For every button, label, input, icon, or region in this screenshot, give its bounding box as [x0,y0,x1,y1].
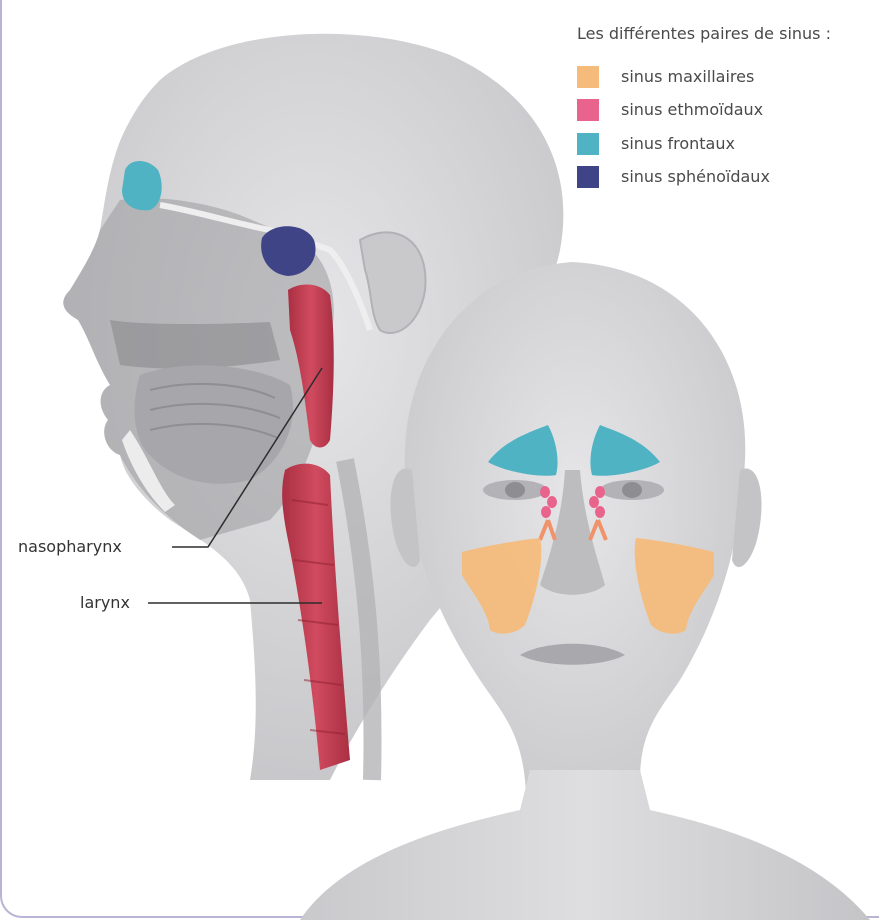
legend-label: sinus sphénoïdaux [621,167,770,186]
legend-label: sinus frontaux [621,134,735,153]
legend-title: Les différentes paires de sinus : [577,24,831,43]
legend-label: sinus maxillaires [621,67,754,86]
swatch-sphenoidaux [577,166,599,188]
swatch-frontaux [577,133,599,155]
label-larynx: larynx [80,593,130,612]
label-nasopharynx: nasopharynx [18,537,122,556]
swatch-ethmoidaux [577,99,599,121]
legend-label: sinus ethmoïdaux [621,100,763,119]
swatch-maxillaires [577,66,599,88]
